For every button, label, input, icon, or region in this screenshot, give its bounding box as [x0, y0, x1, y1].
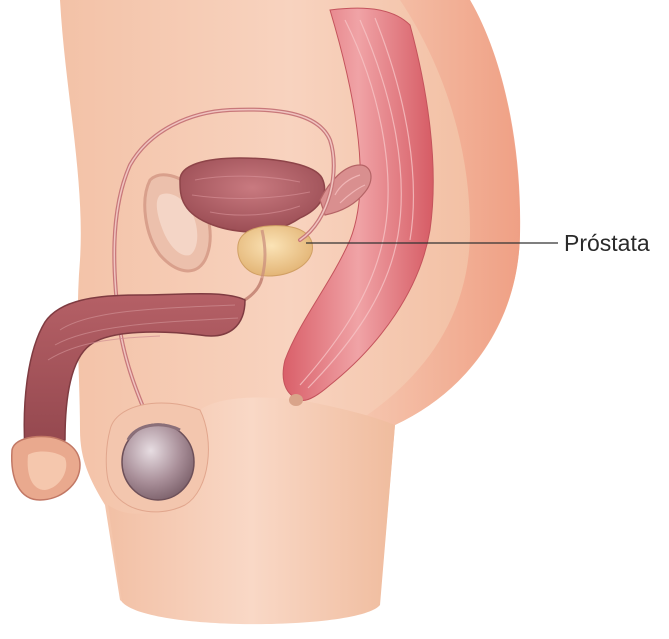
anus: [289, 394, 303, 406]
prostate-label: Próstata: [564, 230, 650, 256]
